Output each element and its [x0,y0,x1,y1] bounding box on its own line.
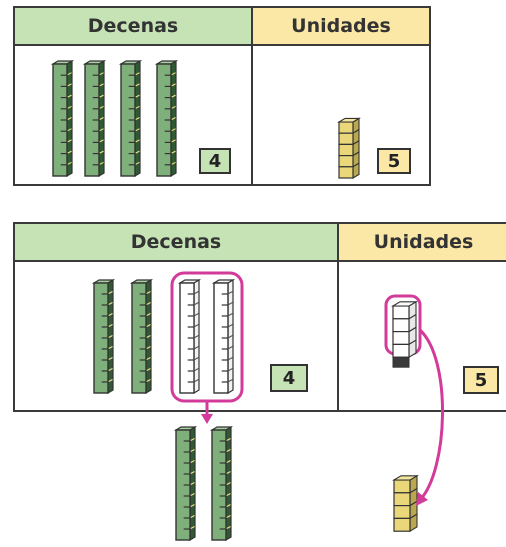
bottom-column-divider [337,224,339,410]
unit-cube-stack [392,474,419,533]
bottom-units-header: Unidades [339,224,506,262]
ten-rod [118,59,143,178]
ten-rod [91,278,116,395]
bottom-units-count-box: 5 [463,366,499,394]
unit-cube-stack [337,117,361,179]
ten-rod-white [177,278,202,395]
top-tens-header: Decenas [15,8,251,46]
top-tens-count-box: 4 [199,148,231,174]
bottom-tens-count-box: 4 [270,364,308,392]
top-ten-rods [50,59,179,178]
top-units-header: Unidades [253,8,429,46]
top-unit-cubes [337,117,361,179]
unit-cube-stack-white [391,300,418,359]
ten-rod [209,425,234,542]
top-units-count-box: 5 [377,148,411,174]
curved-arrow [418,328,444,502]
ten-rod [50,59,75,178]
ten-rod [154,59,179,178]
top-place-value-table: Decenas Unidades 4 5 [13,6,431,186]
ten-rod [82,59,107,178]
ten-rod [129,278,154,395]
ten-rod-white [211,278,236,395]
top-column-divider [251,8,253,184]
ten-rod [173,425,198,542]
bottom-tens-header: Decenas [15,224,337,262]
